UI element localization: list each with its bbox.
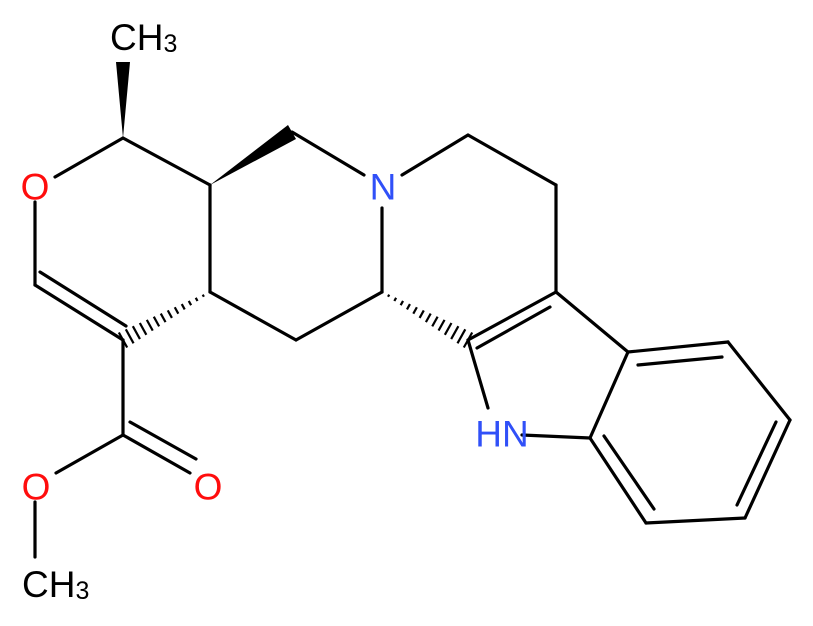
hash-c8-c12-stroke [412, 306, 418, 315]
methyl-top-label: CH3 [110, 17, 177, 59]
bond-ch2-n [290, 130, 366, 177]
atom-labels: CH3 O N HN O O CH3 [21, 17, 529, 606]
bond-c12-nh [466, 338, 490, 410]
bond-c18-c13-b [602, 434, 656, 511]
hash-c8-c12-stroke [406, 303, 411, 310]
hash-c6-c5b-stroke [187, 300, 193, 306]
hash-c8-c12-stroke [443, 322, 453, 336]
hash-c8-c12-stroke [431, 316, 439, 327]
hash-c6-c5b-stroke [166, 309, 173, 319]
hash-c8-c12-stroke [393, 297, 398, 302]
carbonyl-oxygen-label: O [194, 467, 223, 508]
double-bonds [33, 270, 792, 525]
bond-c18-c13-a [588, 436, 648, 525]
bond-c3-c4 [121, 136, 212, 187]
hash-c6-c5b-stroke [194, 297, 199, 302]
hash-c6-c5b-stroke [180, 303, 186, 310]
hash-c6-c5b-stroke [159, 313, 167, 323]
hash-c6-c5b-stroke [138, 322, 148, 336]
bond-c9-c10 [466, 133, 558, 187]
hash-c6-c5b-stroke [152, 316, 161, 327]
bond-c5-c5b-b [38, 270, 128, 328]
wedge-c4-ch2 [210, 125, 296, 185]
hash-c8-c12-stroke [462, 331, 474, 349]
wedge-methyl [116, 62, 130, 138]
hash-c6-c5b-stroke [124, 328, 135, 344]
bond-c14-c15-b [636, 355, 724, 367]
bond-c11-c12-b [475, 305, 552, 350]
methyl-top-sub: 3 [163, 30, 177, 58]
ester-oxygen-label: O [22, 467, 51, 508]
hash-c8-c12-stroke [387, 294, 391, 298]
bond-c17-c18 [644, 516, 747, 525]
hash-c8-c12-stroke [437, 319, 446, 332]
hashed-bonds [117, 294, 474, 349]
ring-oxygen-label: O [21, 167, 50, 208]
bond-c7-c8 [294, 290, 384, 342]
bond-c11-c14 [554, 290, 630, 354]
hash-c6-c5b-stroke [145, 319, 154, 332]
bond-c14-c15-a [626, 340, 730, 354]
bond-c11-c12-a [466, 290, 558, 342]
methyl-top-main: CH [110, 17, 163, 58]
methyl-bottom-main: CH [22, 564, 75, 605]
hash-c8-c12-stroke [418, 309, 425, 319]
bond-c15-c16 [726, 340, 792, 422]
hash-c6-c5b-stroke [131, 325, 141, 340]
single-bonds [33, 130, 792, 559]
methyl-bottom-label: CH3 [22, 564, 89, 606]
hash-c8-c12-stroke [399, 300, 404, 306]
hash-c6-c5b-stroke [201, 294, 205, 298]
bond-carbonyl-a [121, 433, 192, 475]
hash-c6-c5b-stroke [117, 331, 129, 349]
nitrogen-label: N [370, 167, 397, 208]
bond-c16-c17-a [743, 418, 792, 520]
hash-c8-c12-stroke [456, 328, 467, 344]
hash-c6-c5b-stroke [173, 306, 180, 315]
hash-c8-c12-stroke [424, 313, 432, 323]
bond-c16-c17-b [735, 420, 778, 507]
methyl-bottom-sub: 3 [75, 577, 89, 605]
bond-c6-c7 [208, 290, 298, 342]
bond-carbonyl-b [128, 420, 198, 461]
bond-c5-c5b-a [33, 283, 125, 342]
nh-label: HN [475, 414, 528, 455]
bond-n-c9 [400, 133, 470, 177]
wedge-bonds [116, 62, 296, 185]
bond-c14-c13 [588, 350, 630, 440]
bond-c3-o [53, 136, 125, 179]
bond-ester-o [54, 433, 125, 475]
bond-nh-c13 [520, 433, 592, 440]
hash-c8-c12-stroke [450, 325, 460, 340]
